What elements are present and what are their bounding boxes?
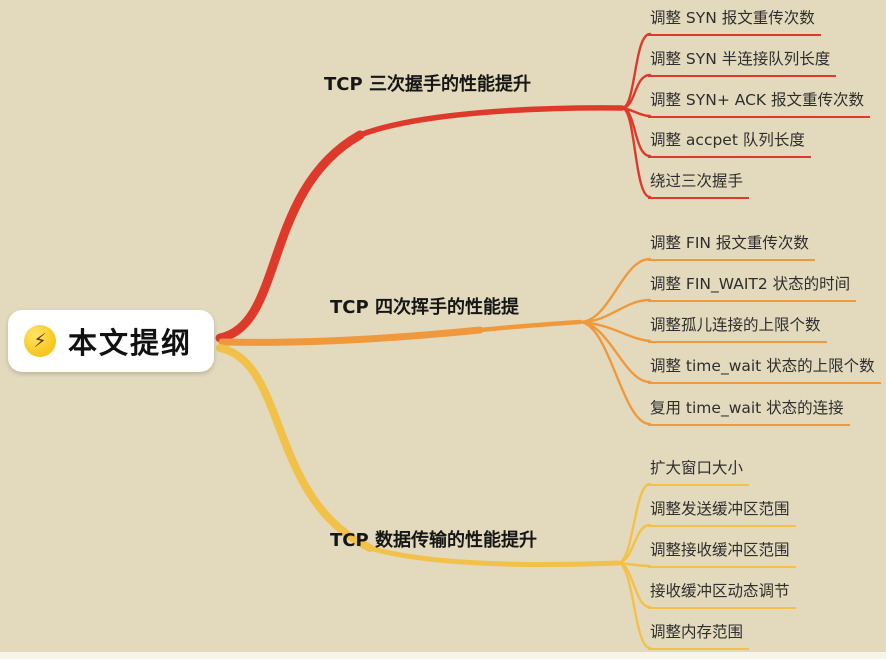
branch-label-four-way-wave[interactable]: TCP 四次挥手的性能提 — [330, 297, 519, 318]
child-node-time-wait-reuse[interactable]: 复用 time_wait 状态的连接 — [648, 398, 850, 426]
child-node-synack-retries[interactable]: 调整 SYN+ ACK 报文重传次数 — [648, 90, 870, 118]
branch2-child-connectors — [578, 257, 652, 426]
child-node-accept-queue[interactable]: 调整 accpet 队列长度 — [648, 130, 811, 158]
lightning-glyph: ⚡ — [33, 330, 47, 352]
child-node-fin-retries[interactable]: 调整 FIN 报文重传次数 — [648, 233, 815, 261]
branch3-main-connector — [216, 344, 621, 567]
child-node-memory-range[interactable]: 调整内存范围 — [648, 622, 750, 650]
child-node-syn-retries[interactable]: 调整 SYN 报文重传次数 — [648, 8, 821, 36]
child-node-time-wait-limit[interactable]: 调整 time_wait 状态的上限个数 — [648, 356, 881, 384]
branch1-child-connectors — [620, 32, 652, 199]
branch1-main-connector — [215, 105, 625, 343]
lightning-face-emoji: ⚡ — [24, 325, 56, 357]
child-node-orphan-limit[interactable]: 调整孤儿连接的上限个数 — [648, 315, 827, 343]
branch-label-three-way-handshake[interactable]: TCP 三次握手的性能提升 — [324, 74, 531, 95]
branch2-main-connector — [218, 319, 583, 346]
child-node-fin-wait2-time[interactable]: 调整 FIN_WAIT2 状态的时间 — [648, 274, 857, 302]
branch-label-data-transfer[interactable]: TCP 数据传输的性能提升 — [330, 530, 537, 551]
child-node-syn-queue-length[interactable]: 调整 SYN 半连接队列长度 — [648, 49, 837, 77]
bottom-strip — [0, 652, 886, 659]
branch3-child-connectors — [616, 482, 652, 650]
child-node-send-buffer[interactable]: 调整发送缓冲区范围 — [648, 499, 796, 527]
root-node[interactable]: ⚡ 本文提纲 — [8, 310, 215, 372]
child-node-window-size[interactable]: 扩大窗口大小 — [648, 458, 750, 486]
child-node-recv-buffer-dynamic[interactable]: 接收缓冲区动态调节 — [648, 581, 796, 609]
child-node-bypass-handshake[interactable]: 绕过三次握手 — [648, 171, 750, 199]
child-node-recv-buffer[interactable]: 调整接收缓冲区范围 — [648, 540, 796, 568]
root-label: 本文提纲 — [68, 326, 193, 360]
